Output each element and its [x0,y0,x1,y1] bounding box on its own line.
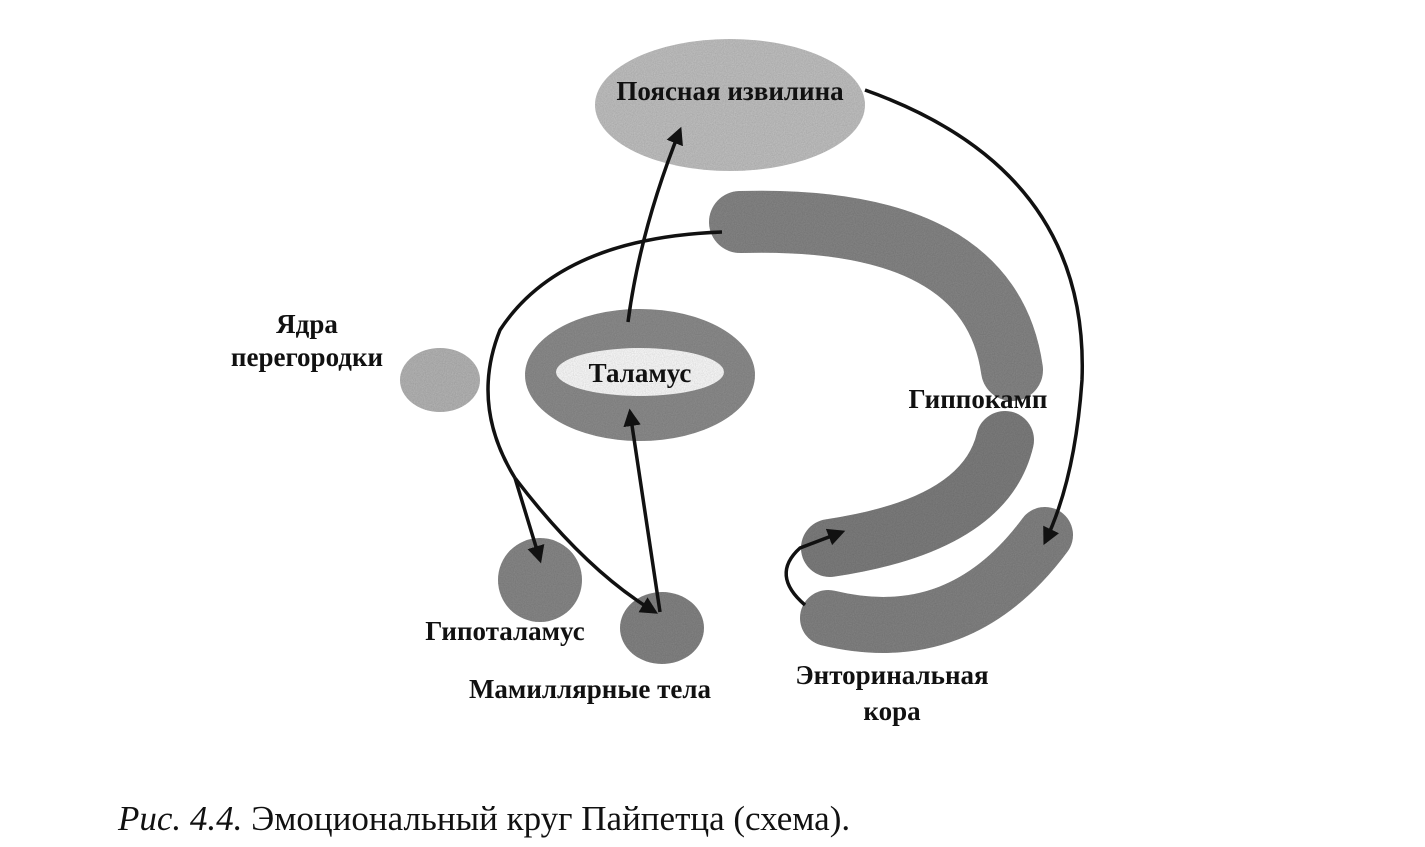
hypothalamus-shape [498,538,582,622]
figure-title: Эмоциональный круг Пайпетца (схема). [251,799,850,838]
fornix-to-hypothalamus-arrow [513,477,545,564]
hypothalamus-label: Гипоталамус [425,616,584,646]
entorhinal-cortex-label-2: кора [863,696,921,726]
mamillary-to-thalamus-arrow [623,408,662,613]
entorhinal-to-hippocampus-arrow [784,528,846,607]
hippocampus-label: Гиппокамп [909,384,1048,414]
cingulate-gyrus-label: Поясная извилина [616,76,844,106]
entorhinal-cortex-label-1: Энторинальная [795,660,988,690]
septal-nuclei-shape [400,348,480,412]
mamillary-bodies-label: Мамиллярные тела [469,674,712,704]
cingulate-gyrus-shape [595,39,865,171]
figure-number: Рис. 4.4. [117,799,242,838]
septal-nuclei-label-1: Ядра [276,309,338,339]
fornix-path [486,230,723,479]
entorhinal-cortex-shape [800,507,1073,653]
thalamus-inner [556,348,724,396]
hippocampus-upper-shape [709,190,1043,401]
hippocampus-lower-shape [801,411,1034,577]
figure-caption: Рис. 4.4. Эмоциональный круг Пайпетца (с… [117,799,850,838]
septal-nuclei-label-2: перегородки [231,342,383,372]
fornix-to-mamillary-arrow [513,476,659,614]
thalamus-to-cingulate-arrow [626,126,683,323]
cingulate-to-entorhinal-arrow [864,88,1084,546]
mamillary-bodies-shape [620,592,704,664]
thalamus-label: Таламус [589,358,692,388]
